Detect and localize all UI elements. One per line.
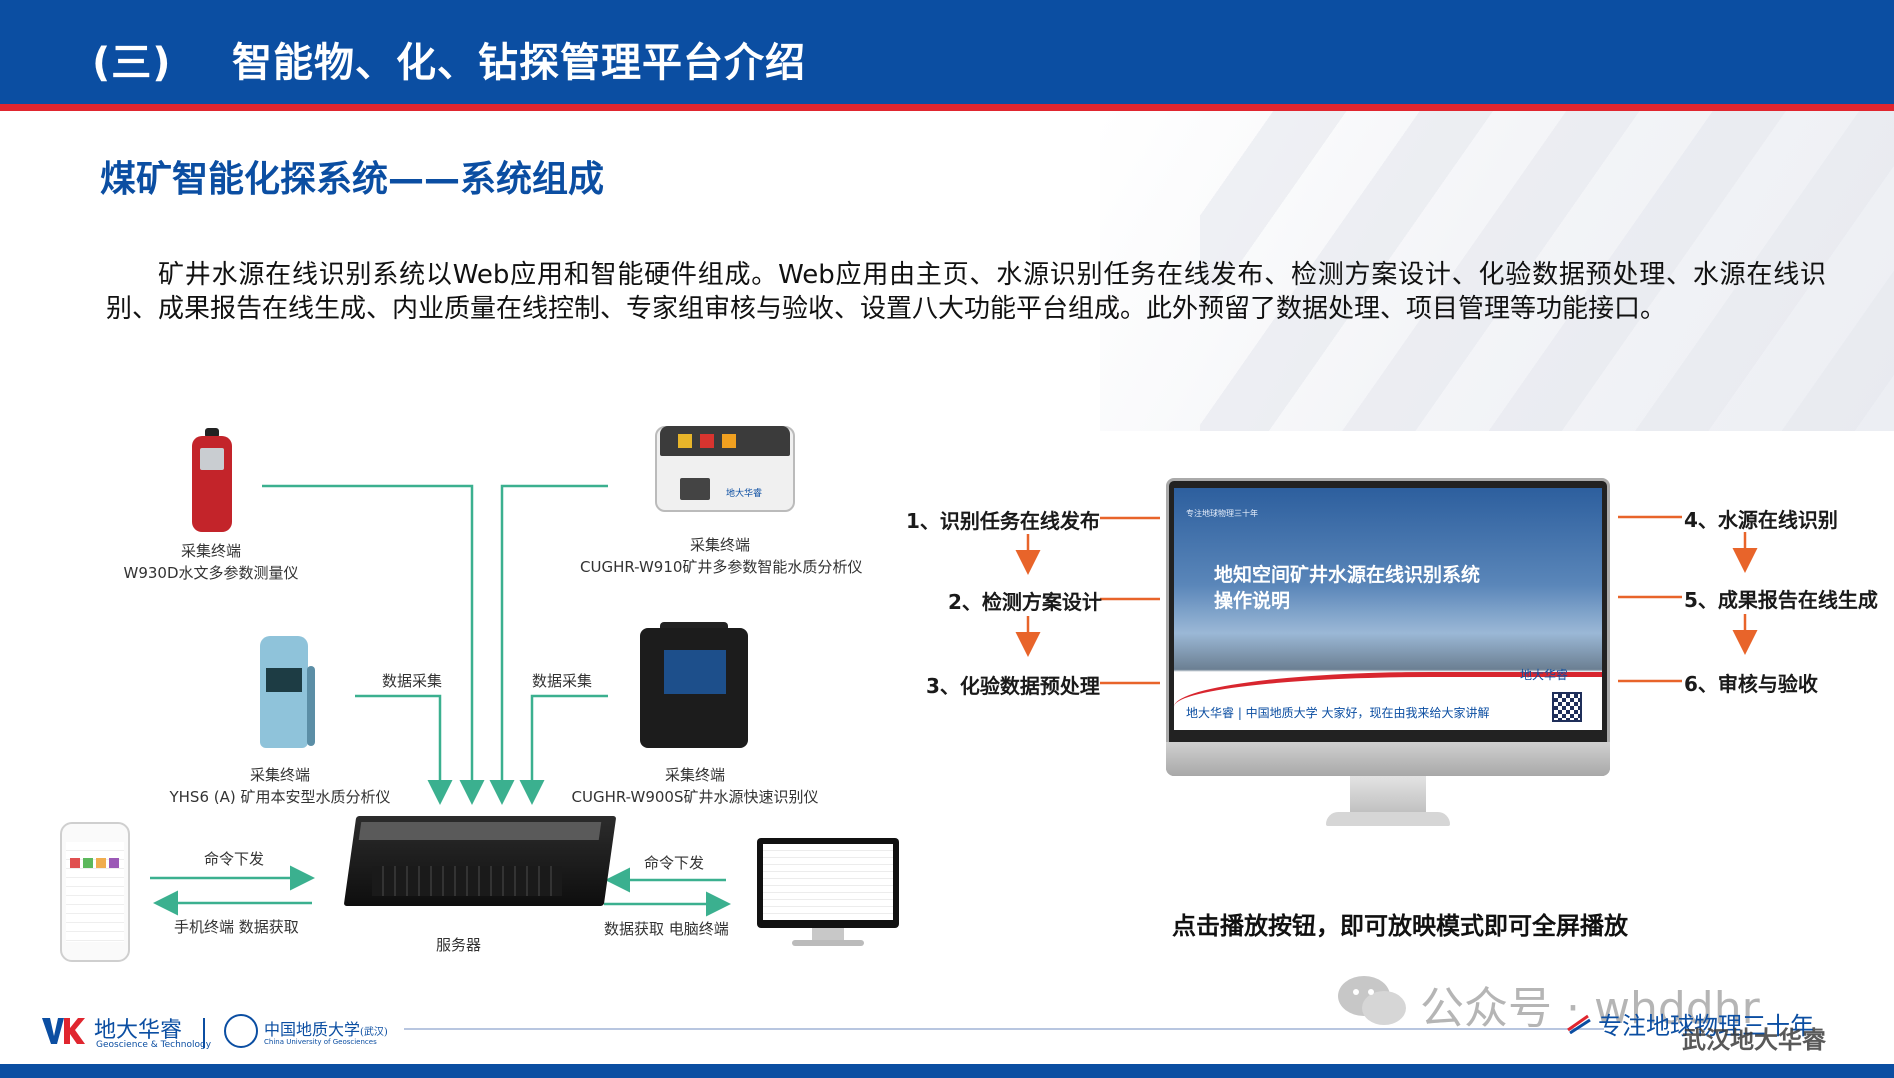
qr-code xyxy=(1552,692,1582,722)
header-red-stripe xyxy=(0,104,1894,111)
phone-label: 手机终端 数据获取 xyxy=(174,918,299,936)
logo-separator xyxy=(203,1018,205,1048)
screen-wave xyxy=(1174,672,1602,730)
background-stripes xyxy=(1200,111,1894,431)
data-collect-label-right: 数据采集 xyxy=(532,672,593,690)
university-name-cn: 中国地质大学 xyxy=(264,1020,361,1039)
device-role: 采集终端 xyxy=(689,536,750,554)
step-4: 4、水源在线识别 xyxy=(1684,508,1838,532)
yhs6-probe xyxy=(307,666,315,746)
case-screen xyxy=(664,650,726,694)
meter-probe xyxy=(205,428,219,438)
footer-divider xyxy=(404,1028,1604,1030)
slogan-mark-icon xyxy=(1567,1014,1591,1034)
university-name-en: China University of Geosciences xyxy=(264,1038,377,1046)
analyzer-tile xyxy=(700,434,714,448)
header-bar xyxy=(0,0,1894,104)
screen-title-line2: 操作说明 xyxy=(1214,590,1291,612)
analyzer-screen xyxy=(680,478,710,500)
analyzer-tile xyxy=(722,434,736,448)
page-title: (三) 智能物、化、钻探管理平台介绍 xyxy=(92,30,806,88)
pc-screen xyxy=(763,844,893,920)
footer-bar xyxy=(0,1064,1894,1078)
phone-tile xyxy=(83,858,93,868)
pc-stand xyxy=(812,928,844,942)
data-collect-label-left: 数据采集 xyxy=(382,672,443,690)
screen-title-line1: 地知空间矿井水源在线识别系统 xyxy=(1214,564,1481,586)
analyzer-brand: 地大华睿 xyxy=(726,489,763,499)
yhs6-screen xyxy=(266,668,302,692)
monitor-foot xyxy=(1326,812,1450,826)
phone-tile xyxy=(96,858,106,868)
meter-screen xyxy=(200,448,224,470)
subtitle: 煤矿智能化探系统——系统组成 xyxy=(100,159,605,200)
device-name: YHS6 (A) 矿用本安型水质分析仪 xyxy=(169,788,391,806)
phone-tile xyxy=(70,858,80,868)
device-name: W930D水文多参数测量仪 xyxy=(123,564,299,582)
intro-paragraph: 矿井水源在线识别系统以Web应用和智能硬件组成。Web应用由主页、水源识别任务在… xyxy=(106,260,1826,324)
screen-title: 地知空间矿井水源在线识别系统 操作说明 xyxy=(1214,562,1480,614)
university-name: 中国地质大学(武汉) xyxy=(264,1016,388,1040)
server-label: 服务器 xyxy=(436,936,482,954)
screen-footer: 地大华睿 | 中国地质大学 大家好，现在由我来给大家讲解 xyxy=(1186,706,1490,720)
section-number: (三) xyxy=(92,40,172,86)
wechat-icon xyxy=(1338,976,1406,1025)
step-5: 5、成果报告在线生成 xyxy=(1684,588,1878,612)
company-logo-en: Geoscience & Technology xyxy=(96,1040,212,1050)
play-instruction: 点击播放按钮，即可放映模式即可全屏播放 xyxy=(1172,912,1628,940)
section-title: 智能物、化、钻探管理平台介绍 xyxy=(232,40,806,86)
watermark-text: 公众号 · whddhr xyxy=(1420,983,1760,1034)
step-6: 6、审核与验收 xyxy=(1684,672,1818,696)
case-handle xyxy=(660,622,728,632)
server-drive-bays xyxy=(372,866,562,896)
yhs6-analyzer-image xyxy=(260,636,308,748)
server-lid xyxy=(358,822,602,840)
device-role: 采集终端 xyxy=(249,766,310,784)
monitor-neck xyxy=(1350,776,1426,816)
phone-tile xyxy=(109,858,119,868)
screen-top-text: 专注地球物理三十年 xyxy=(1186,509,1258,518)
step-2: 2、检测方案设计 xyxy=(948,590,1102,614)
analyzer-tile xyxy=(678,434,692,448)
step-1: 1、识别任务在线发布 xyxy=(906,509,1100,533)
device-label-yhs6: 采集终端 YHS6 (A) 矿用本安型水质分析仪 xyxy=(160,764,400,808)
university-seal-icon xyxy=(224,1014,258,1048)
device-role: 采集终端 xyxy=(180,542,241,560)
company-logo-text: 地大华睿 xyxy=(94,1018,183,1043)
phone-screen xyxy=(66,842,124,942)
company-logo-icon xyxy=(42,1018,85,1044)
university-campus: (武汉) xyxy=(360,1027,388,1038)
monitor-bezel xyxy=(1166,742,1610,776)
cmd-label-right: 命令下发 xyxy=(644,854,705,872)
device-label-w910: 采集终端 CUGHR-W910矿井多参数智能水质分析仪 xyxy=(580,534,863,578)
cmd-label-left: 命令下发 xyxy=(204,850,265,868)
step-3: 3、化验数据预处理 xyxy=(926,674,1100,698)
pc-foot xyxy=(792,940,864,946)
pc-label: 数据获取 电脑终端 xyxy=(604,920,729,938)
device-role: 采集终端 xyxy=(664,766,725,784)
device-name: CUGHR-W900S矿井水源快速识别仪 xyxy=(571,788,819,806)
device-name: CUGHR-W910矿井多参数智能水质分析仪 xyxy=(580,558,863,576)
device-label-w930d: 采集终端 W930D水文多参数测量仪 xyxy=(120,540,302,584)
footer-slogan: 专注地球物理三十年 xyxy=(1598,1012,1814,1040)
watermark-name: 武汉地大华睿 xyxy=(1682,1026,1826,1054)
screen-logo: 地大华睿 xyxy=(1520,668,1569,682)
device-label-w900s: 采集终端 CUGHR-W900S矿井水源快速识别仪 xyxy=(570,764,820,808)
